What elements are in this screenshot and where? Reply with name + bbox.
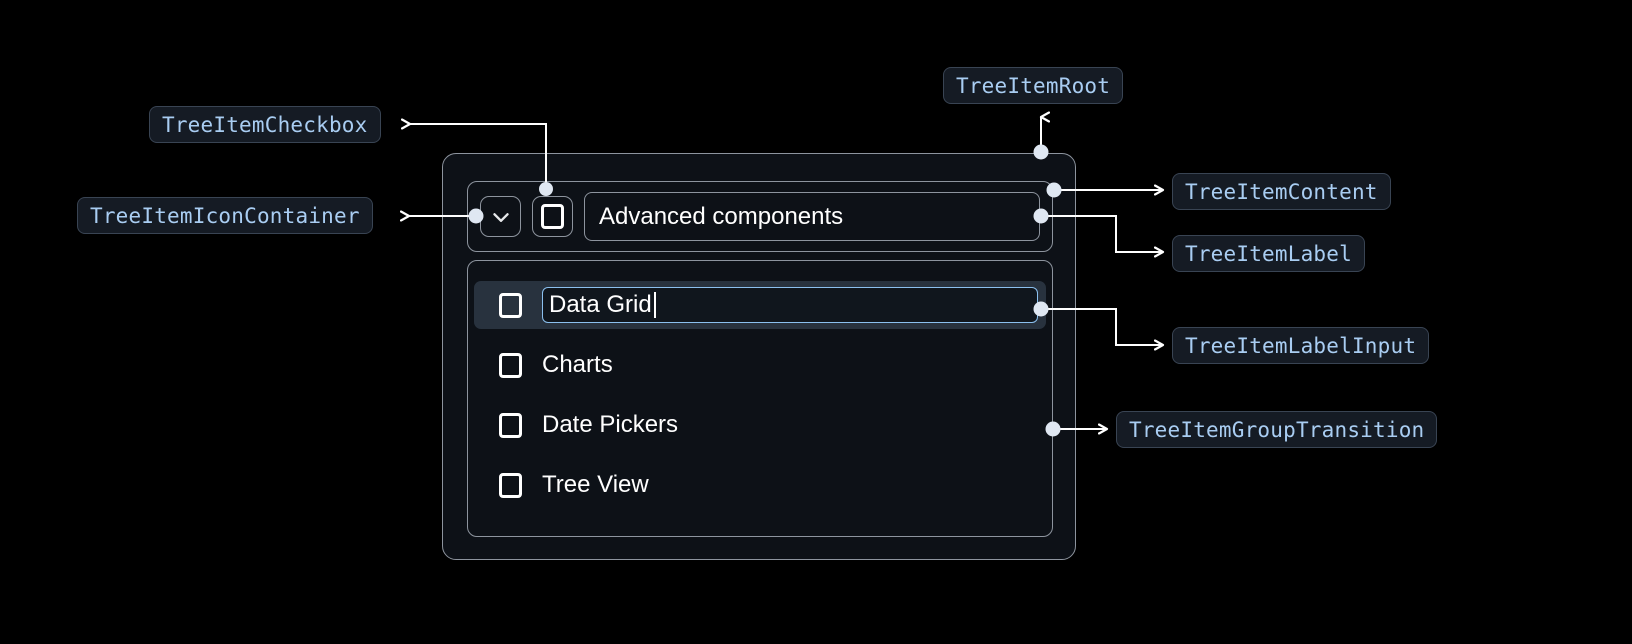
checkbox-unchecked-icon (541, 204, 564, 229)
tree-item-child-row[interactable]: Tree View (474, 461, 1046, 509)
checkbox-unchecked-icon[interactable] (499, 412, 522, 438)
tree-item-label[interactable]: Advanced components (584, 192, 1040, 241)
annotation-tree-item-root: TreeItemRoot (943, 67, 1124, 104)
tree-item-label-input[interactable]: Data Grid (542, 287, 1038, 323)
annotation-tree-item-label: TreeItemLabel (1172, 235, 1365, 272)
annotation-tree-item-icon-container: TreeItemIconContainer (77, 197, 373, 234)
tree-item-content[interactable]: Advanced components (467, 181, 1053, 252)
checkbox-unchecked-icon[interactable] (499, 472, 522, 498)
tree-item-checkbox[interactable] (532, 196, 573, 237)
chevron-down-icon (488, 204, 514, 230)
tree-item-child-row[interactable]: Data Grid (474, 281, 1046, 329)
tree-item-child-row[interactable]: Date Pickers (474, 401, 1046, 449)
tree-item-icon-container[interactable] (480, 196, 521, 237)
tree-item-label-text: Charts (542, 351, 613, 378)
checkbox-unchecked-icon[interactable] (499, 352, 522, 378)
tree-item-label-text: Tree View (542, 471, 649, 498)
annotation-tree-item-label-input: TreeItemLabelInput (1172, 327, 1430, 364)
tree-item-group-transition: Data Grid Charts Date Pickers Tree View (467, 260, 1053, 537)
checkbox-unchecked-icon[interactable] (499, 292, 522, 318)
annotation-tree-item-group-transition: TreeItemGroupTransition (1116, 411, 1438, 448)
annotation-tree-item-checkbox: TreeItemCheckbox (149, 106, 381, 143)
tree-item-label-text: Date Pickers (542, 411, 679, 438)
text-caret (653, 292, 656, 318)
tree-item-root[interactable]: Advanced components Data Grid Charts Dat… (442, 153, 1076, 560)
tree-item-label-input-value: Data Grid (549, 291, 652, 318)
tree-item-child-row[interactable]: Charts (474, 341, 1046, 389)
annotation-tree-item-content: TreeItemContent (1172, 173, 1391, 210)
tree-item-label-text: Advanced components (599, 202, 844, 230)
